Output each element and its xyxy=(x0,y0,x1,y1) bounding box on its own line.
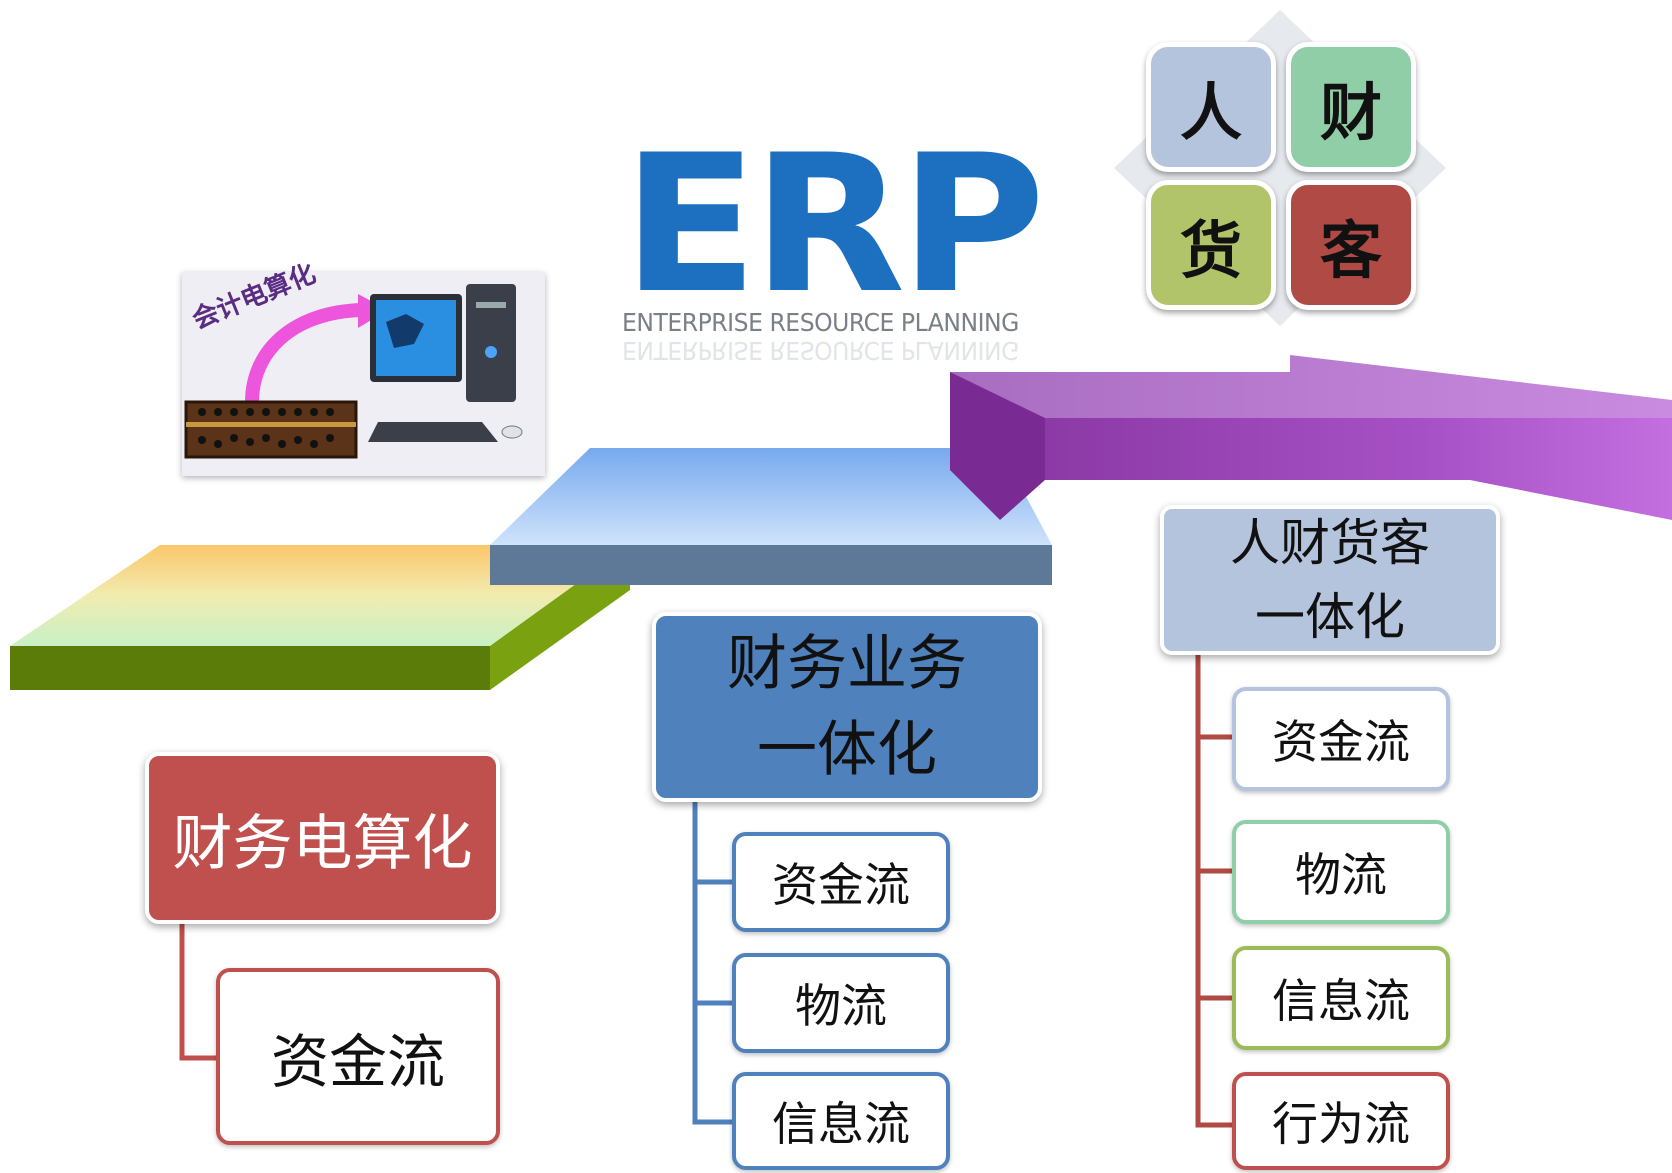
step-3-arrow xyxy=(950,355,1672,520)
tile-ren: 人 xyxy=(1146,42,1276,172)
stage-3-child-3: 信息流 xyxy=(1232,946,1450,1050)
erp-logo-letters: ERP xyxy=(622,114,1046,335)
stage-1-title: 财务电算化 xyxy=(145,752,500,924)
stage-2-child-3: 信息流 xyxy=(732,1072,950,1170)
clipart-accounting-computerization: 会计电算化 xyxy=(182,259,545,476)
tile-huo-label: 货 xyxy=(1179,214,1242,287)
stage-3-child-4: 行为流 xyxy=(1232,1072,1450,1170)
computer-icon xyxy=(368,284,523,442)
connector-stage-1 xyxy=(179,924,216,1061)
stage-2-child-1: 资金流 xyxy=(732,832,950,932)
stage-2-child-2: 物流 xyxy=(732,953,950,1053)
tile-huo: 货 xyxy=(1146,180,1276,310)
tile-ke: 客 xyxy=(1286,180,1416,310)
tile-ren-label: 人 xyxy=(1179,76,1242,149)
stage-3-child-2: 物流 xyxy=(1232,820,1450,924)
arrow-icon xyxy=(245,303,363,403)
tile-ke-label: 客 xyxy=(1319,214,1382,287)
tile-cai-label: 财 xyxy=(1319,76,1382,149)
erp-logo-subtitle-reflection: ENTERPRISE RESOURCE PLANNING xyxy=(622,336,1019,365)
erp-logo-subtitle: ENTERPRISE RESOURCE PLANNING xyxy=(622,308,1019,337)
stage-2-title: 财务业务 一体化 xyxy=(652,612,1042,802)
erp-logo: ERP ENTERPRISE RESOURCE PLANNING ENTERPR… xyxy=(610,130,1046,380)
connector-stage-2 xyxy=(692,802,732,1125)
tile-cai: 财 xyxy=(1286,42,1416,172)
step-2 xyxy=(490,448,1052,585)
stage-1-child-1: 资金流 xyxy=(216,968,500,1145)
stage-3-child-1: 资金流 xyxy=(1232,687,1450,791)
connector-stage-3 xyxy=(1195,655,1232,1128)
stage-3-title: 人财货客 一体化 xyxy=(1160,505,1500,655)
abacus-icon xyxy=(184,400,358,459)
